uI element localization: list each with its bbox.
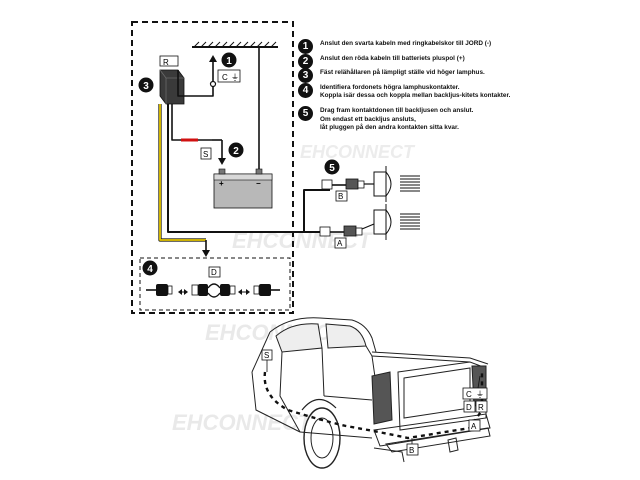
callout-4: 4 xyxy=(142,260,158,276)
ground-label: C xyxy=(222,73,228,82)
ground-plate xyxy=(192,41,278,48)
step-number-badge: 4 xyxy=(298,82,313,98)
step-number-badge: 1 xyxy=(298,39,313,54)
relay-label: R xyxy=(163,58,169,67)
instruction-step: 3 Fäst relähållaren på lämpligt ställe vi… xyxy=(298,68,618,84)
connector-chain xyxy=(146,283,280,298)
lamp-a-label-box xyxy=(334,237,347,249)
callout-1: 1 xyxy=(221,52,237,68)
svg-text:2: 2 xyxy=(233,146,239,157)
instruction-step: 5 Drag fram kontaktdonen till backljusen … xyxy=(298,105,618,133)
instruction-step: 4 Identifiera fordonets högra lamphuskont… xyxy=(298,82,618,101)
ground-arrow xyxy=(209,55,217,88)
lamp-b-label-box xyxy=(335,190,348,202)
truck-label-b: B xyxy=(409,446,414,455)
step-text: Om endast ett backljus ansluts, xyxy=(320,115,416,123)
connector-label: D xyxy=(211,268,217,277)
watermark: EHCONNECT xyxy=(205,320,346,345)
lamp-b-label: B xyxy=(338,192,343,201)
step-text: låt pluggen på den andra kontakten sitta… xyxy=(320,124,459,132)
step-number-badge: 2 xyxy=(298,53,313,69)
truck-label-d-box xyxy=(463,400,476,413)
truck-label-s: S xyxy=(264,351,269,360)
battery-minus: − xyxy=(256,179,261,188)
truck-label-c-box xyxy=(462,387,488,400)
step-number-badge: 3 xyxy=(298,68,313,84)
callout-3: 3 xyxy=(138,77,154,93)
svg-text:1: 1 xyxy=(226,56,232,67)
instruction-step: 2 Anslut den röda kabeln till batteriets … xyxy=(298,53,618,69)
step-text: Anslut den röda kabeln till batteriets p… xyxy=(320,54,465,62)
watermark: EHCONNECT xyxy=(300,142,416,162)
truck-label-d: D xyxy=(466,403,472,412)
svg-text:5: 5 xyxy=(329,163,335,174)
ground-symbol: ⏚ xyxy=(231,73,239,82)
step-text: Fäst relähållaren på lämpligt ställe vid… xyxy=(320,69,485,77)
step-text: Identifiera fordonets högra lamphuskonta… xyxy=(320,83,460,91)
svg-text:3: 3 xyxy=(143,81,149,92)
yellow-arrow xyxy=(202,240,210,257)
lamp-a-label: A xyxy=(337,239,343,248)
battery xyxy=(213,168,273,209)
lamp-upper xyxy=(321,166,420,202)
truck-label-c: C xyxy=(466,390,472,399)
step-text: Anslut den svarta kabeln med ringkabelsk… xyxy=(320,40,492,47)
truck-label-a-box xyxy=(468,419,481,432)
callout-2: 2 xyxy=(228,142,244,158)
connector-label-box xyxy=(208,266,221,278)
callout-5: 5 xyxy=(324,159,340,175)
step-text: Drag fram kontaktdonen till backljusen o… xyxy=(320,106,474,114)
truck-label-a: A xyxy=(471,422,477,431)
svg-text:4: 4 xyxy=(147,264,153,275)
instruction-step: 1 Anslut den svarta kabeln med ringkabels… xyxy=(298,39,618,54)
instruction-list: 1 Anslut den svarta kabeln med ringkabels… xyxy=(298,39,618,139)
battery-plus: + xyxy=(219,179,224,188)
wires xyxy=(158,47,330,242)
truck-label-r: R xyxy=(478,403,484,412)
fuse-arrow xyxy=(218,140,226,165)
kit-boundary xyxy=(131,21,294,314)
fuse-label-box xyxy=(200,147,212,160)
pickup-truck xyxy=(251,317,491,469)
truck-harness xyxy=(263,371,484,440)
step-text: Koppla isär dessa och koppla mellan back… xyxy=(320,92,511,100)
ground-label-box xyxy=(217,69,241,83)
lamp-lower xyxy=(319,204,420,240)
step-number-badge: 5 xyxy=(298,105,313,121)
fuse-label: S xyxy=(203,150,208,159)
truck-ground-symbol: ⏚ xyxy=(476,390,484,399)
truck-label-r-box xyxy=(475,400,488,413)
watermark: EHCONNECT xyxy=(172,410,313,435)
truck-label-b-box xyxy=(406,443,419,456)
